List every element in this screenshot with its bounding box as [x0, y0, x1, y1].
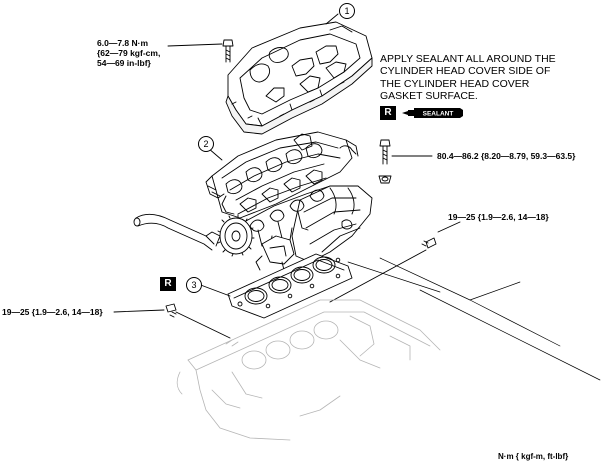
torque-left-stud: 19—25 {1.9—2.6, 14—18} [2, 307, 103, 317]
replace-badge-gasket: R [160, 277, 176, 291]
left-stud-bolt [165, 303, 177, 318]
cylinder-head-gasket [227, 253, 353, 319]
callout-1: 1 [339, 3, 355, 19]
sealant-note: APPLY SEALANT ALL AROUND THE CYLINDER HE… [380, 53, 556, 103]
leader-left-stud-long [175, 311, 231, 339]
torque-cover-bolt-line1: 6.0—7.8 N·m [97, 38, 149, 48]
leader-callout-3 [197, 283, 231, 297]
head-bolt [378, 139, 392, 184]
torque-right-stud: 19—25 {1.9—2.6, 14—18} [448, 212, 549, 222]
right-stud-bolt [421, 237, 437, 249]
torque-cover-bolt-line2: {62—79 kgf-cm, [97, 48, 161, 59]
leader-right-stud [437, 221, 461, 233]
torque-head-bolt: 80.4—86.2 {8.20—8.79, 59.3—63.5} [437, 151, 576, 161]
intake-manifold [291, 185, 373, 263]
callout-3: 3 [186, 277, 202, 293]
leader-callout-1 [325, 13, 339, 25]
sealant-note-line4: GASKET SURFACE. [380, 90, 478, 103]
leader-cover-bolt [167, 43, 223, 47]
callout-2: 2 [198, 136, 214, 152]
torque-cover-bolt-line3: 54—69 in-lbf} [97, 58, 151, 69]
sealant-note-line2: CYLINDER HEAD COVER SIDE OF [380, 65, 551, 78]
units-legend: N·m { kgf-m, ft-lbf} [498, 452, 569, 461]
cylinder-block [176, 299, 441, 441]
water-pipe [133, 213, 221, 251]
cover-bolt [222, 39, 234, 63]
frame-lines [347, 257, 601, 381]
sealant-tube-icon: SEALANT [402, 108, 463, 118]
leader-left-stud [113, 309, 165, 313]
cylinder-head-cover [225, 21, 373, 135]
replace-badge-top: R [380, 106, 396, 120]
leader-right-stud-long [329, 249, 427, 303]
sealant-label: SEALANT [423, 111, 454, 118]
sealant-note-line1: APPLY SEALANT ALL AROUND THE [380, 53, 556, 65]
sealant-note-line3: THE CYLINDER HEAD COVER [380, 77, 530, 90]
camshaft-pulley [217, 214, 255, 257]
torque-cover-bolt: 6.0—7.8 N·m {62—79 kgf-cm, 54—69 in-lbf} [97, 38, 160, 69]
